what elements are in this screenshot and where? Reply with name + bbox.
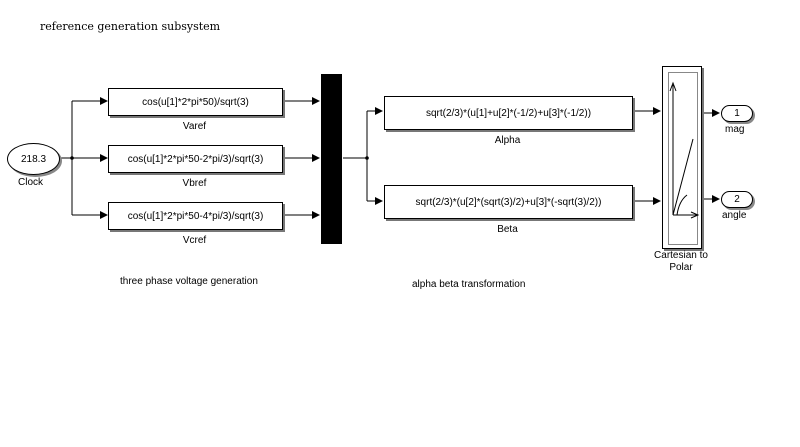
- outport-number: 2: [734, 194, 740, 205]
- annotation-alpha-beta: alpha beta transformation: [412, 279, 526, 290]
- fcn-expr: cos(u[1]*2*pi*50-4*pi/3)/sqrt(3): [127, 210, 264, 222]
- outport-number: 1: [734, 108, 740, 119]
- fcn-expr: sqrt(2/3)*(u[2]*(sqrt(3)/2)+u[3]*(-sqrt(…: [415, 196, 602, 208]
- outport-angle[interactable]: 2: [721, 191, 753, 208]
- fcn-expr: cos(u[1]*2*pi*50)/sqrt(3): [142, 96, 249, 108]
- fcn-expr: sqrt(2/3)*(u[1]+u[2]*(-1/2)+u[3]*(-1/2)): [425, 107, 592, 119]
- fcn-expr: cos(u[1]*2*pi*50-2*pi/3)/sqrt(3): [127, 153, 264, 165]
- diagram-title: reference generation subsystem: [40, 20, 221, 33]
- fcn-block-varef[interactable]: cos(u[1]*2*pi*50)/sqrt(3): [108, 88, 283, 116]
- clock-label: Clock: [18, 177, 44, 188]
- fcn-label-varef: Varef: [182, 121, 207, 132]
- converter-label-line1: Cartesian to: [654, 250, 708, 261]
- outport-mag[interactable]: 1: [721, 105, 753, 122]
- annotation-voltage-generation: three phase voltage generation: [120, 276, 258, 287]
- cartesian-to-polar-block[interactable]: [662, 66, 702, 249]
- fcn-block-alpha[interactable]: sqrt(2/3)*(u[1]+u[2]*(-1/2)+u[3]*(-1/2)): [384, 96, 633, 130]
- fcn-block-beta[interactable]: sqrt(2/3)*(u[2]*(sqrt(3)/2)+u[3]*(-sqrt(…: [384, 185, 633, 219]
- mux-block[interactable]: [321, 74, 342, 244]
- fcn-label-vcref: Vcref: [182, 235, 207, 246]
- converter-label-line2: Polar: [669, 262, 693, 273]
- outport-label-mag: mag: [725, 124, 745, 135]
- block-frame: [668, 72, 698, 245]
- clock-block[interactable]: 218.3: [7, 143, 60, 175]
- fcn-label-alpha: Alpha: [494, 135, 521, 146]
- outport-label-angle: angle: [722, 210, 747, 221]
- clock-value: 218.3: [20, 153, 47, 165]
- fcn-block-vbref[interactable]: cos(u[1]*2*pi*50-2*pi/3)/sqrt(3): [108, 145, 283, 173]
- fcn-label-beta: Beta: [497, 224, 518, 235]
- fcn-block-vcref[interactable]: cos(u[1]*2*pi*50-4*pi/3)/sqrt(3): [108, 202, 283, 230]
- polar-icon: [669, 81, 700, 219]
- fcn-label-vbref: Vbref: [182, 178, 207, 189]
